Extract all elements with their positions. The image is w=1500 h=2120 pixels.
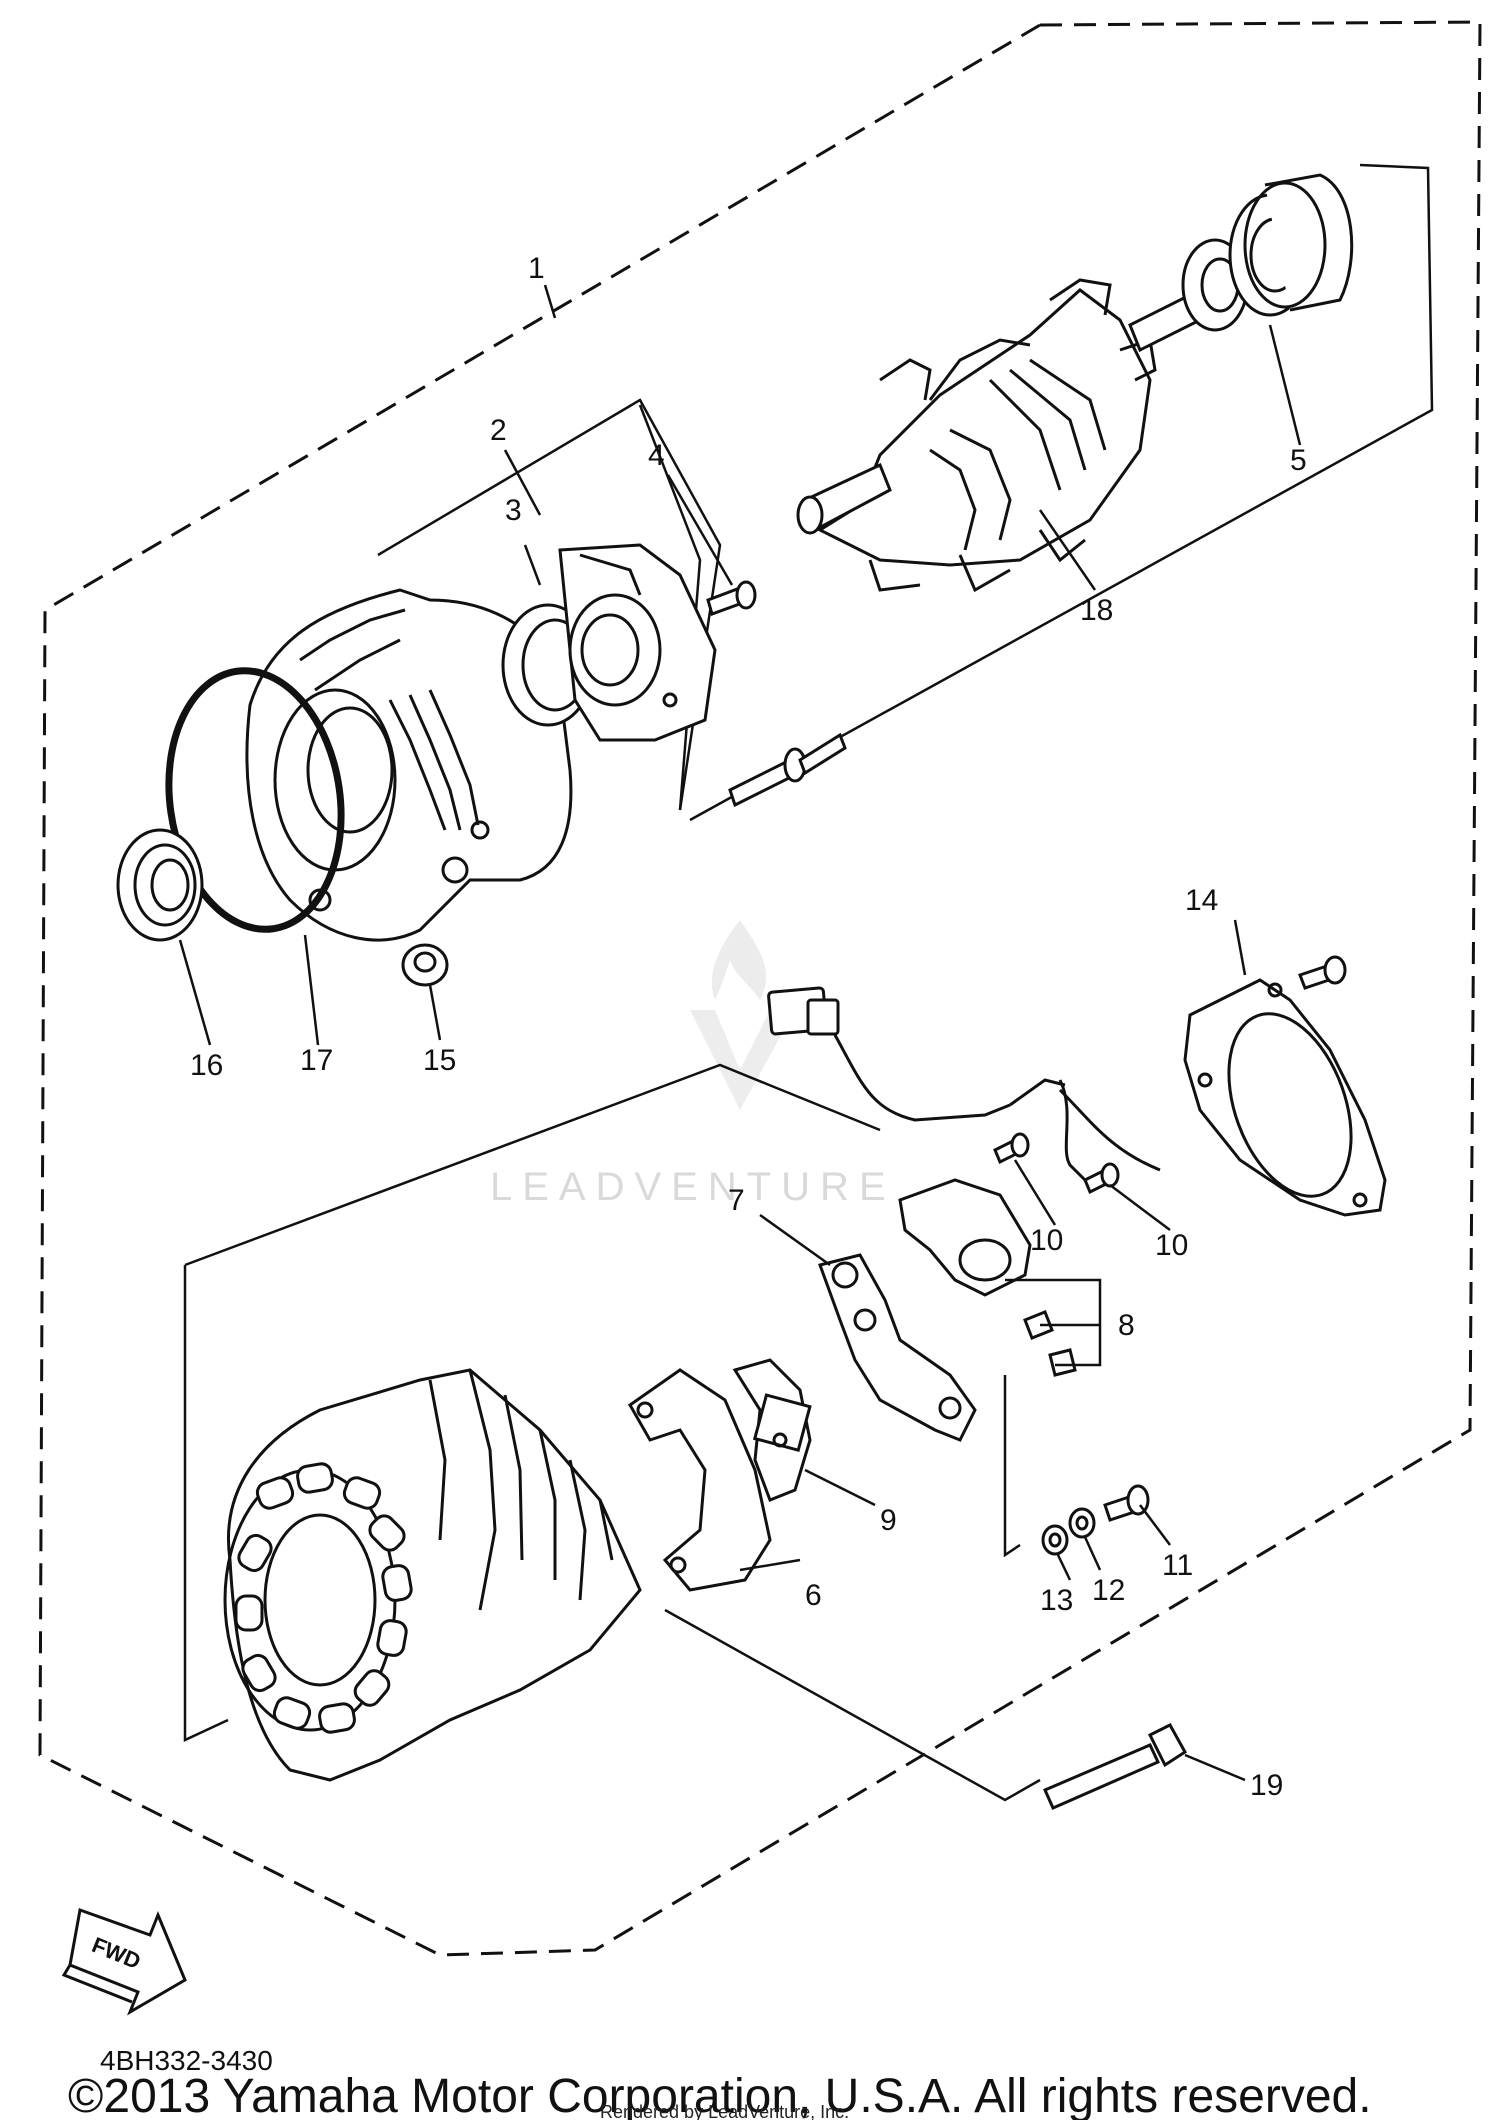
screw-4 <box>706 580 757 616</box>
fwd-arrow-icon: FWD <box>61 1907 187 2016</box>
copyright: ©2013 Yamaha Motor Corporation, U.S.A. A… <box>68 2070 1372 2120</box>
wire-harness <box>767 986 1161 1182</box>
callout-18: 18 <box>1080 594 1113 627</box>
bracket-lower-left <box>183 1265 229 1742</box>
washer-12 <box>1068 1507 1096 1539</box>
callout-14: 14 <box>1185 884 1218 917</box>
bracket-upper-right <box>689 163 1434 822</box>
callout-4: 4 <box>648 439 665 472</box>
callout-3: 3 <box>505 494 522 527</box>
rotor-18 <box>796 278 1212 593</box>
callout-10a: 10 <box>1030 1224 1063 1257</box>
callout-10b: 10 <box>1155 1229 1188 1262</box>
front-housing <box>245 588 573 942</box>
assembly-outline <box>38 20 1482 1957</box>
watermark: LEADVENTURE <box>490 920 896 1209</box>
retainer-plate-2 <box>558 543 717 742</box>
cover-6 <box>628 1368 772 1592</box>
callout-7: 7 <box>728 1184 745 1217</box>
callout-17: 17 <box>300 1044 333 1077</box>
bearing-5 <box>1181 173 1354 332</box>
callout-labels: 1 2 3 4 5 6 7 8 9 10 10 11 12 13 14 15 1… <box>190 252 1307 1802</box>
bracket-lower-right <box>1003 1375 1021 1558</box>
rendered-by: Rendered by LeadVenture, Inc. <box>600 2102 849 2120</box>
plate-7 <box>818 1253 977 1442</box>
part-code: 4BH332-3430 <box>100 2045 273 2076</box>
o-ring-17 <box>165 667 345 933</box>
callout-5: 5 <box>1290 444 1307 477</box>
callout-6: 6 <box>805 1579 822 1612</box>
callout-1: 1 <box>528 252 545 285</box>
leadventure-logo-icon <box>690 920 795 1110</box>
stud-bolt <box>728 732 847 808</box>
bolt-19 <box>1043 1723 1187 1810</box>
callout-13: 13 <box>1040 1584 1073 1617</box>
callout-19: 19 <box>1250 1769 1283 1802</box>
callout-15: 15 <box>423 1044 456 1077</box>
brush-holder-9 <box>732 1358 812 1502</box>
screw-11 <box>1103 1484 1150 1522</box>
gasket-14 <box>1183 978 1387 1217</box>
callout-2: 2 <box>490 414 507 447</box>
screw-10a <box>993 1132 1030 1165</box>
nut-15 <box>401 943 449 987</box>
callout-8: 8 <box>1118 1309 1135 1342</box>
bracket-lower-mid <box>184 1063 881 1267</box>
callout-9: 9 <box>880 1504 897 1537</box>
washer-13 <box>1041 1524 1069 1556</box>
callout-leaders <box>178 284 1302 1782</box>
stator-housing <box>223 1368 642 1782</box>
callout-12: 12 <box>1092 1574 1125 1607</box>
callout-11: 11 <box>1162 1549 1193 1582</box>
bolt-14 <box>1298 955 1347 990</box>
upper-assembly <box>116 163 1434 987</box>
bracket-lower-bottom <box>664 1608 1041 1802</box>
regulator-8 <box>898 1178 1077 1377</box>
bearing-16 <box>116 828 204 942</box>
callout-16: 16 <box>190 1049 223 1082</box>
watermark-text: LEADVENTURE <box>490 1165 896 1209</box>
lower-assembly <box>183 955 1387 1810</box>
